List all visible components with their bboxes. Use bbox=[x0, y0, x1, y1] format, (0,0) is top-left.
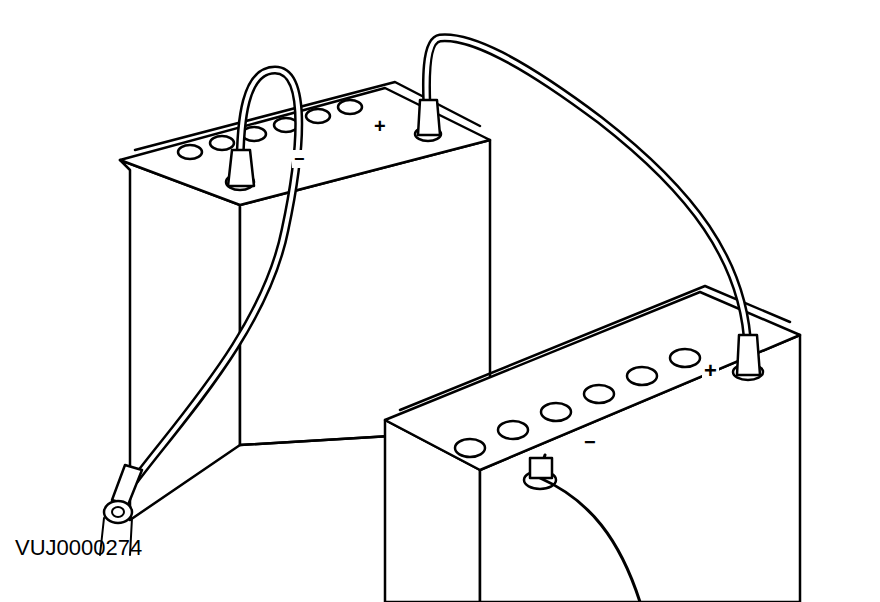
figure-code: VUJ0000274 bbox=[15, 537, 142, 559]
cable-clamp bbox=[112, 465, 142, 505]
terminal-clamp bbox=[530, 458, 552, 478]
cable-clamp bbox=[418, 100, 440, 135]
vehicle-cable bbox=[540, 455, 640, 602]
polarity-mark: + bbox=[702, 360, 719, 382]
polarity-mark: + bbox=[372, 116, 388, 136]
jumper-cable bbox=[426, 38, 748, 350]
ground-lug-hole bbox=[112, 507, 124, 517]
battery-top bbox=[385, 292, 800, 470]
ground-lug bbox=[104, 501, 132, 523]
jumper-cable-core bbox=[426, 38, 748, 350]
battery-lid-rim bbox=[400, 286, 790, 410]
jumper-cable bbox=[135, 70, 299, 480]
cable-clamp bbox=[737, 335, 760, 375]
polarity-mark: − bbox=[582, 432, 598, 452]
jumper-cable-core bbox=[135, 70, 299, 480]
battery-caps bbox=[178, 100, 362, 159]
battery-side bbox=[120, 160, 240, 520]
battery-caps bbox=[455, 349, 700, 457]
polarity-mark: − bbox=[292, 150, 307, 168]
cable-clamp bbox=[228, 150, 254, 186]
